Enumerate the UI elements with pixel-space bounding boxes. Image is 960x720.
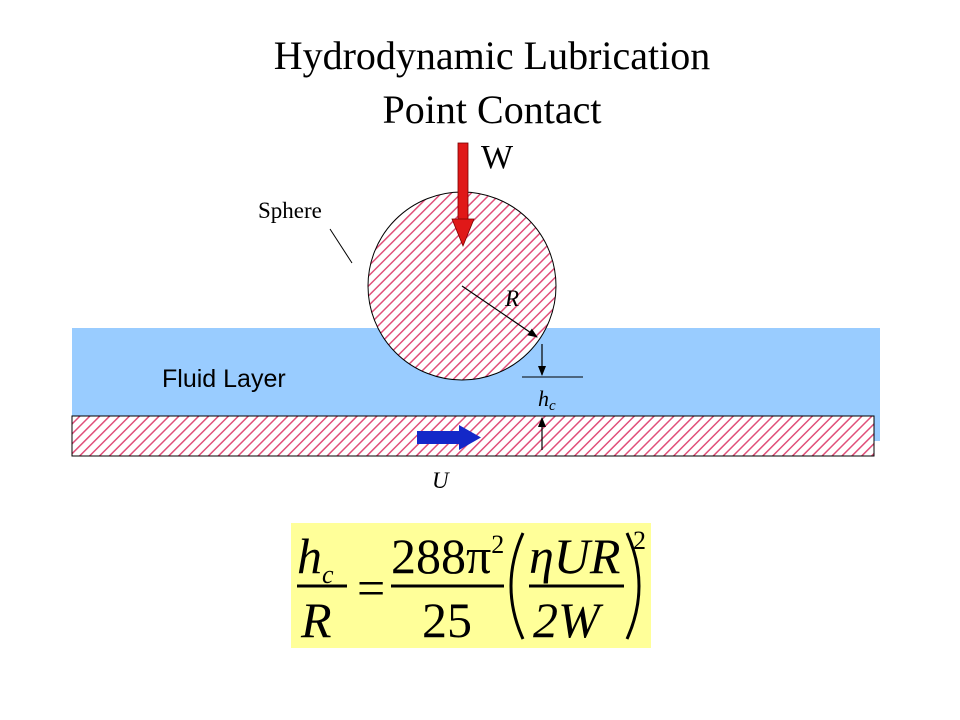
title-line-2: Point Contact xyxy=(382,87,602,132)
formula-box: hc R = 288π2 25 ηUR 2W 2 xyxy=(291,523,651,648)
film-thickness-label: hc xyxy=(538,386,556,414)
formula-rhs-denominator: 25 xyxy=(422,592,472,648)
title-line-1: Hydrodynamic Lubrication xyxy=(273,33,711,78)
velocity-arrow-head xyxy=(459,425,481,450)
sphere-pointer xyxy=(329,228,353,264)
velocity-label: U xyxy=(432,468,450,493)
radius-label: R xyxy=(504,286,519,311)
velocity-arrow-shaft xyxy=(417,431,459,444)
load-label: W xyxy=(481,139,514,176)
formula-lhs-numerator: hc xyxy=(297,528,334,589)
formula-left-paren xyxy=(509,532,525,640)
formula-lhs-denominator: R xyxy=(300,592,332,648)
fluid-layer-label: Fluid Layer xyxy=(162,365,286,393)
load-arrow-shaft xyxy=(457,142,469,221)
formula-inner-numerator: ηUR xyxy=(529,528,620,584)
sphere-label: Sphere xyxy=(258,198,322,223)
formula-inner-denominator: 2W xyxy=(533,592,604,648)
load-arrow-head xyxy=(451,218,475,248)
film-thickness-formula: hc R = 288π2 25 ηUR 2W 2 xyxy=(297,526,646,648)
formula-rhs-numerator: 288π2 xyxy=(391,528,504,584)
formula-outer-exponent: 2 xyxy=(633,526,646,555)
radius-line xyxy=(461,285,538,338)
formula-right-paren xyxy=(625,532,641,640)
formula-equals: = xyxy=(357,560,385,616)
